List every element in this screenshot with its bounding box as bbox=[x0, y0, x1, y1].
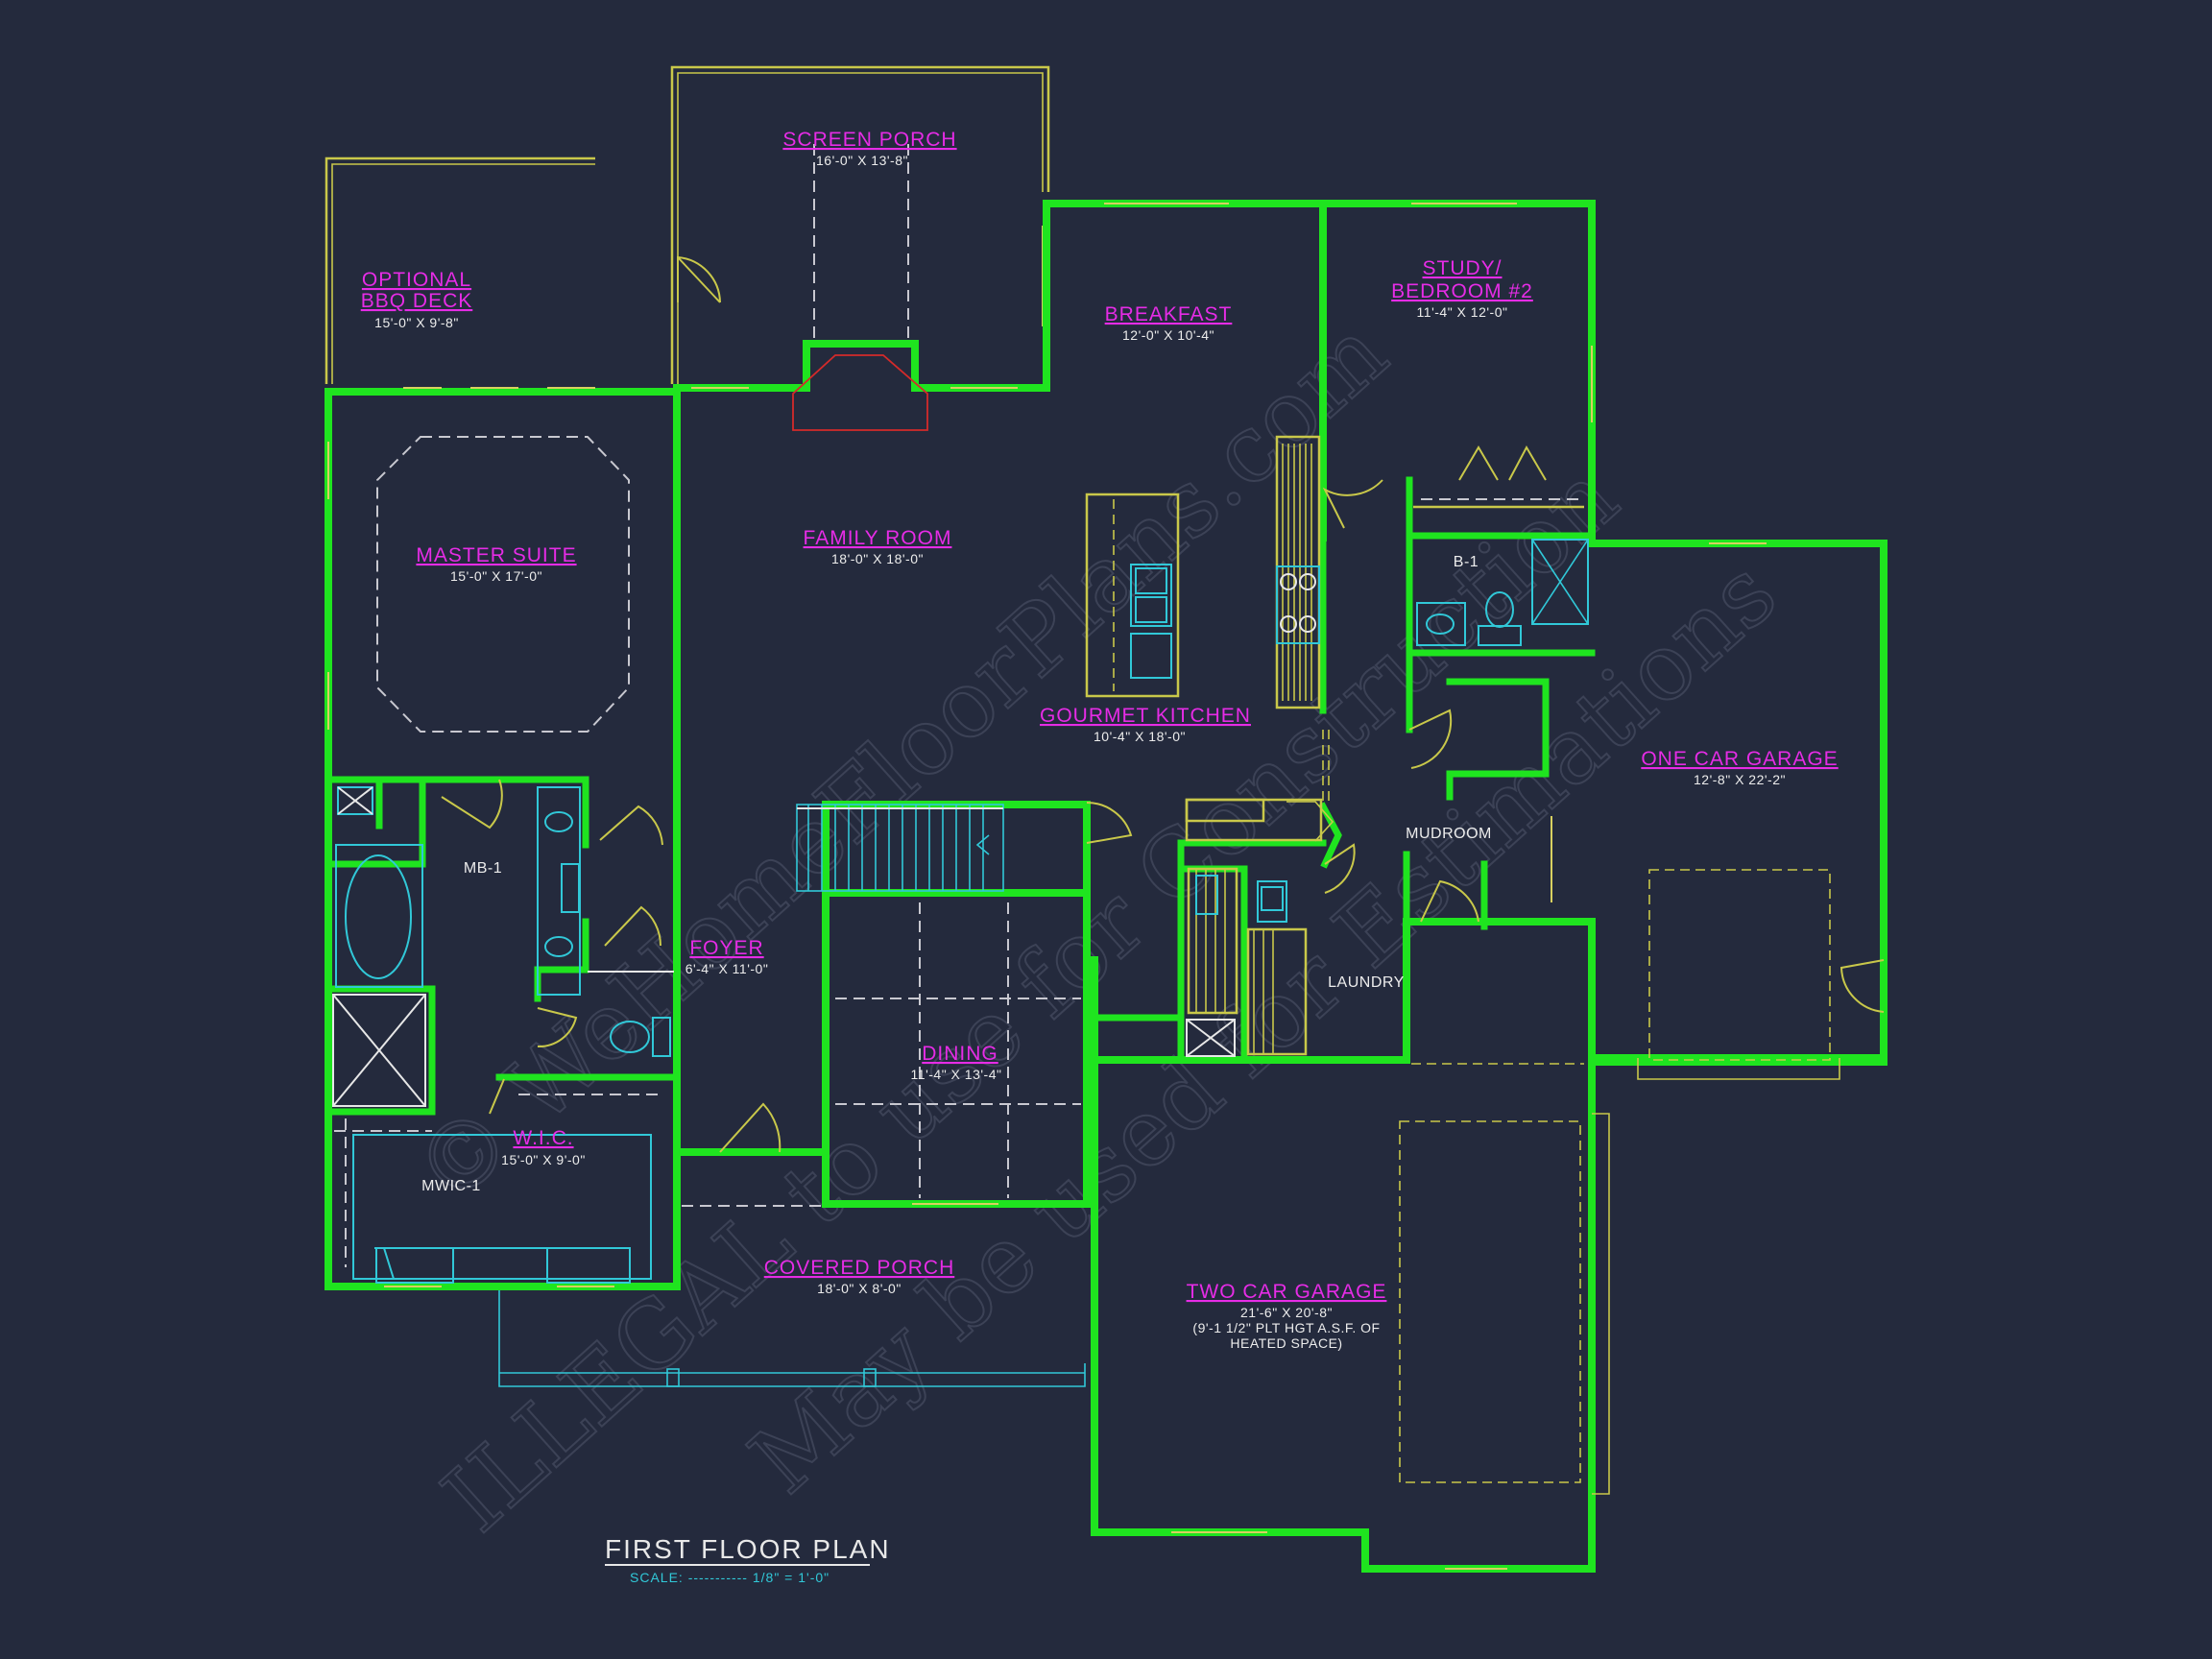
title-block: FIRST FLOOR PLAN SCALE: ----------- 1/8"… bbox=[605, 1534, 891, 1585]
family-room-name: FAMILY ROOM bbox=[804, 527, 952, 549]
one-car-garage-details bbox=[1637, 542, 1885, 1080]
covered-porch-size: 18'-0" X 8'-0" bbox=[817, 1281, 902, 1296]
dining-ceiling-grid bbox=[835, 902, 1081, 1198]
mudroom-label: MUDROOM bbox=[1406, 826, 1492, 842]
study-name-1: STUDY/ bbox=[1422, 257, 1502, 279]
master-suite-size: 15'-0" X 17'-0" bbox=[450, 568, 542, 584]
plan-title: FIRST FLOOR PLAN bbox=[605, 1534, 891, 1564]
screen-porch-frame bbox=[670, 65, 1050, 384]
covered-porch-name: COVERED PORCH bbox=[764, 1257, 955, 1279]
door-swings bbox=[441, 479, 1479, 1153]
two-car-garage-name: TWO CAR GARAGE bbox=[1187, 1281, 1387, 1303]
foyer-name: FOYER bbox=[689, 937, 763, 959]
kitchen-fixtures bbox=[1085, 435, 1334, 842]
windows bbox=[327, 203, 1593, 1287]
laundry-fixtures bbox=[1186, 867, 1308, 1057]
fireplace bbox=[792, 354, 928, 431]
wic-shelving bbox=[334, 1094, 662, 1284]
laundry-label: LAUNDRY bbox=[1328, 974, 1405, 991]
mb1-label: MB-1 bbox=[464, 860, 502, 877]
breakfast-name: BREAKFAST bbox=[1105, 303, 1233, 325]
kitchen-name: GOURMET KITCHEN bbox=[1040, 705, 1251, 727]
study-name-2: BEDROOM #2 bbox=[1391, 280, 1533, 302]
kitchen-size: 10'-4" X 18'-0" bbox=[1094, 729, 1186, 744]
staircase bbox=[796, 804, 1004, 892]
two-car-garage-note-1: (9'-1 1/2" PLT HGT A.S.F. OF bbox=[1192, 1320, 1380, 1335]
plan-scale: SCALE: ----------- 1/8" = 1'-0" bbox=[630, 1570, 830, 1585]
dining-name: DINING bbox=[922, 1043, 998, 1065]
family-room-size: 18'-0" X 18'-0" bbox=[831, 551, 924, 566]
two-car-garage-details bbox=[1171, 1063, 1610, 1570]
b1-label: B-1 bbox=[1454, 554, 1479, 570]
foyer-size: 6'-4" X 11'-0" bbox=[685, 961, 769, 976]
master-suite-name: MASTER SUITE bbox=[416, 544, 576, 566]
two-car-garage-size: 21'-6" X 20'-8" bbox=[1240, 1305, 1333, 1320]
screen-porch-size: 16'-0" X 13'-8" bbox=[816, 153, 908, 168]
bbq-deck-frame bbox=[325, 156, 595, 384]
covered-porch-frame bbox=[498, 1205, 1086, 1387]
room-labels: SCREEN PORCH 16'-0" X 13'-8" OPTIONAL BB… bbox=[361, 129, 1838, 1351]
one-car-garage-name: ONE CAR GARAGE bbox=[1641, 748, 1838, 770]
study-bath-fixtures bbox=[1413, 445, 1589, 646]
master-bath-fixtures bbox=[332, 786, 674, 1107]
bbq-deck-name-1: OPTIONAL bbox=[362, 269, 471, 291]
bbq-deck-name-2: BBQ DECK bbox=[361, 290, 473, 312]
bbq-deck-size: 15'-0" X 9'-8" bbox=[374, 315, 459, 330]
breakfast-size: 12'-0" X 10'-4" bbox=[1122, 327, 1214, 343]
dining-size: 11'-4" X 13'-4" bbox=[911, 1067, 1002, 1082]
study-size: 11'-4" X 12'-0" bbox=[1417, 304, 1508, 320]
master-tray-ceiling bbox=[376, 436, 630, 733]
wic-name: W.I.C. bbox=[513, 1127, 573, 1149]
mwic1-label: MWIC-1 bbox=[421, 1178, 481, 1194]
two-car-garage-note-2: HEATED SPACE) bbox=[1230, 1335, 1342, 1351]
one-car-garage-size: 12'-8" X 22'-2" bbox=[1694, 772, 1786, 787]
screen-porch-name: SCREEN PORCH bbox=[782, 129, 956, 151]
wic-size: 15'-0" X 9'-0" bbox=[501, 1152, 586, 1167]
